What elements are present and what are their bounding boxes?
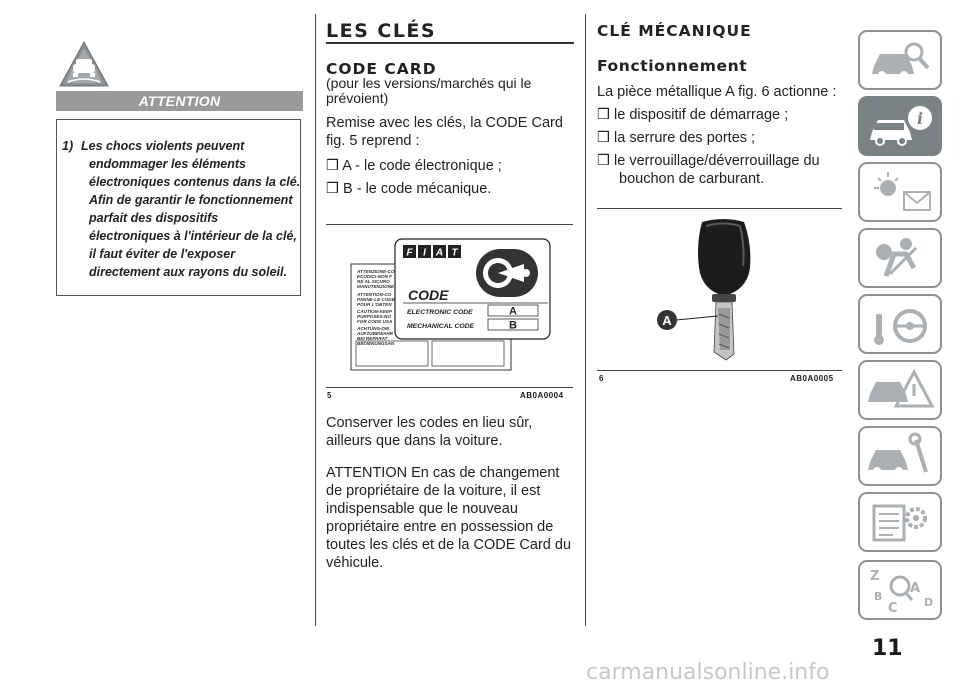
car-info-icon: i [870,106,932,146]
attention-title-bar: ATTENTION [56,91,303,111]
bullet-item-fuel-cap: ❒ le verrouillage/déverrouillage du bouc… [597,152,849,188]
bullet-mark: ❒ [326,181,339,197]
figure-6-code: AB0A0005 [790,374,834,383]
bullet-mark: ❒ [597,153,610,169]
attention-item-text: Les chocs violents peuvent endommager le… [81,139,301,279]
tab-warning-lights[interactable] [858,162,942,222]
subheading-code-card: CODE CARD [326,60,437,78]
car-search-icon [872,42,930,79]
card-back-line: CAUTION-KEEP [357,309,393,314]
steering-wheel-icon [874,309,927,345]
bullet-item-door-lock: ❒ la serrure des portes ; [597,129,755,147]
bullet-text: le dispositif de démarrage ; [614,107,789,123]
bullet-text: le verrouillage/déverrouillage du boucho… [614,153,820,187]
card-back-line: AUFZUBEWAHR [356,331,394,336]
svg-text:A: A [910,581,920,596]
bullet-mark: ❒ [597,107,610,123]
figure-5-top-rule [326,224,573,225]
subheading-operation: Fonctionnement [597,57,748,75]
card-back-line: PURPOSES-NO [357,314,391,319]
code-card-illustration: ATTENZIONE-CO ECODICI-NON F RE AL SICURO… [350,238,551,371]
electronic-code-value: A [509,306,517,318]
mechanical-code-value: B [509,320,517,332]
bullet-item-ignition: ❒ le dispositif de démarrage ; [597,106,788,124]
tab-maintenance[interactable] [858,426,942,486]
index-letters-icon: Z A B D C [870,569,933,616]
tab-technical-specs[interactable] [858,492,942,552]
tab-emergency[interactable] [858,360,942,420]
callout-a-label: A [662,313,672,328]
card-back-line: ACHTUNG-DIE [356,326,390,331]
car-warning-triangle-icon [868,368,935,408]
bullet-mark: ❒ [326,158,339,174]
car-wrench-icon [868,432,928,475]
card-back-line: FOR CODE USA [357,319,392,324]
tab-starting-driving[interactable] [858,294,942,354]
fiat-logo: F I A T [403,245,461,259]
figure-6-bottom-rule [597,370,842,371]
attention-item-number: 1) [62,139,74,153]
svg-text:B: B [874,590,882,603]
bullet-mark: ❒ [597,130,610,146]
attention-text: 1) Les chocs violents peuvent endommager… [62,137,302,281]
card-back-line: ECODICI-NON F [357,274,392,279]
card-back-line: BEI REPARAT [357,336,389,341]
figure-5-code: AB0A0004 [520,391,564,400]
bullet-item-a: ❒ A - le code électronique ; [326,157,502,175]
page-number: 11 [872,636,903,661]
column-divider-1 [315,14,316,626]
figure-5-bottom-rule [326,387,573,388]
bullet-text: A - le code électronique ; [342,158,502,174]
card-back-line: MANUTENZIONE [357,284,395,289]
tab-getting-to-know-car[interactable]: i [858,96,942,156]
mechanical-code-label: MECHANICAL CODE [407,323,475,330]
column-divider-2 [585,14,586,626]
mechanical-key-intro: La pièce métallique A fig. 6 actionne : [597,84,837,100]
card-back-line: PANNE-LE CODE [357,297,396,302]
svg-text:T: T [451,248,458,259]
card-back-line: RE AL SICURO [357,279,390,284]
card-back-line: POUR L'OBTEN [357,302,392,307]
figure-6-number: 6 [599,374,604,383]
electronic-code-label: ELECTRONIC CODE [407,309,473,316]
svg-text:F: F [406,248,413,259]
attention-box [56,119,301,296]
bullet-text: B - le code mécanique. [343,181,492,197]
section-heading-mechanical-key: CLÉ MÉCANIQUE [597,22,752,40]
warning-light-icon [874,172,931,211]
heading-underline [326,42,574,44]
card-back-line: BEDIENUNGSAN [357,341,395,346]
svg-text:A: A [435,248,443,259]
svg-text:i: i [917,109,923,128]
bullet-item-b: ❒ B - le code mécanique. [326,180,491,198]
tab-index[interactable]: Z A B D C [858,560,942,620]
road-warning-icon [59,40,109,87]
code-card-note: (pour les versions/marchés qui le prévoi… [326,75,532,106]
airbag-seat-icon [876,238,918,277]
specs-gear-icon [872,504,927,542]
mechanical-key-illustration: A [657,219,751,361]
svg-text:C: C [888,601,898,616]
tab-dashboard-knowledge[interactable] [858,30,942,90]
card-back-line: ATTENZIONE-CO [356,269,395,274]
card-back-line: ATTENTION-CO [356,292,392,297]
bullet-text: la serrure des portes ; [614,130,756,146]
section-heading-keys: LES CLÉS [326,20,437,42]
card-code-title: CODE [408,287,449,303]
owner-change-paragraph: ATTENTION En cas de changement de propri… [326,465,572,571]
svg-text:Z: Z [870,569,879,584]
svg-text:D: D [924,596,933,609]
figure-6-top-rule [597,208,842,209]
watermark-text: carmanualsonline.info [586,660,830,685]
tab-safety[interactable] [858,228,942,288]
svg-text:I: I [423,248,426,259]
store-codes-paragraph: Conserver les codes en lieu sûr, ailleur… [326,415,533,449]
code-card-intro: Remise avec les clés, la CODE Card fig. … [326,115,563,149]
figure-5-number: 5 [327,391,332,400]
